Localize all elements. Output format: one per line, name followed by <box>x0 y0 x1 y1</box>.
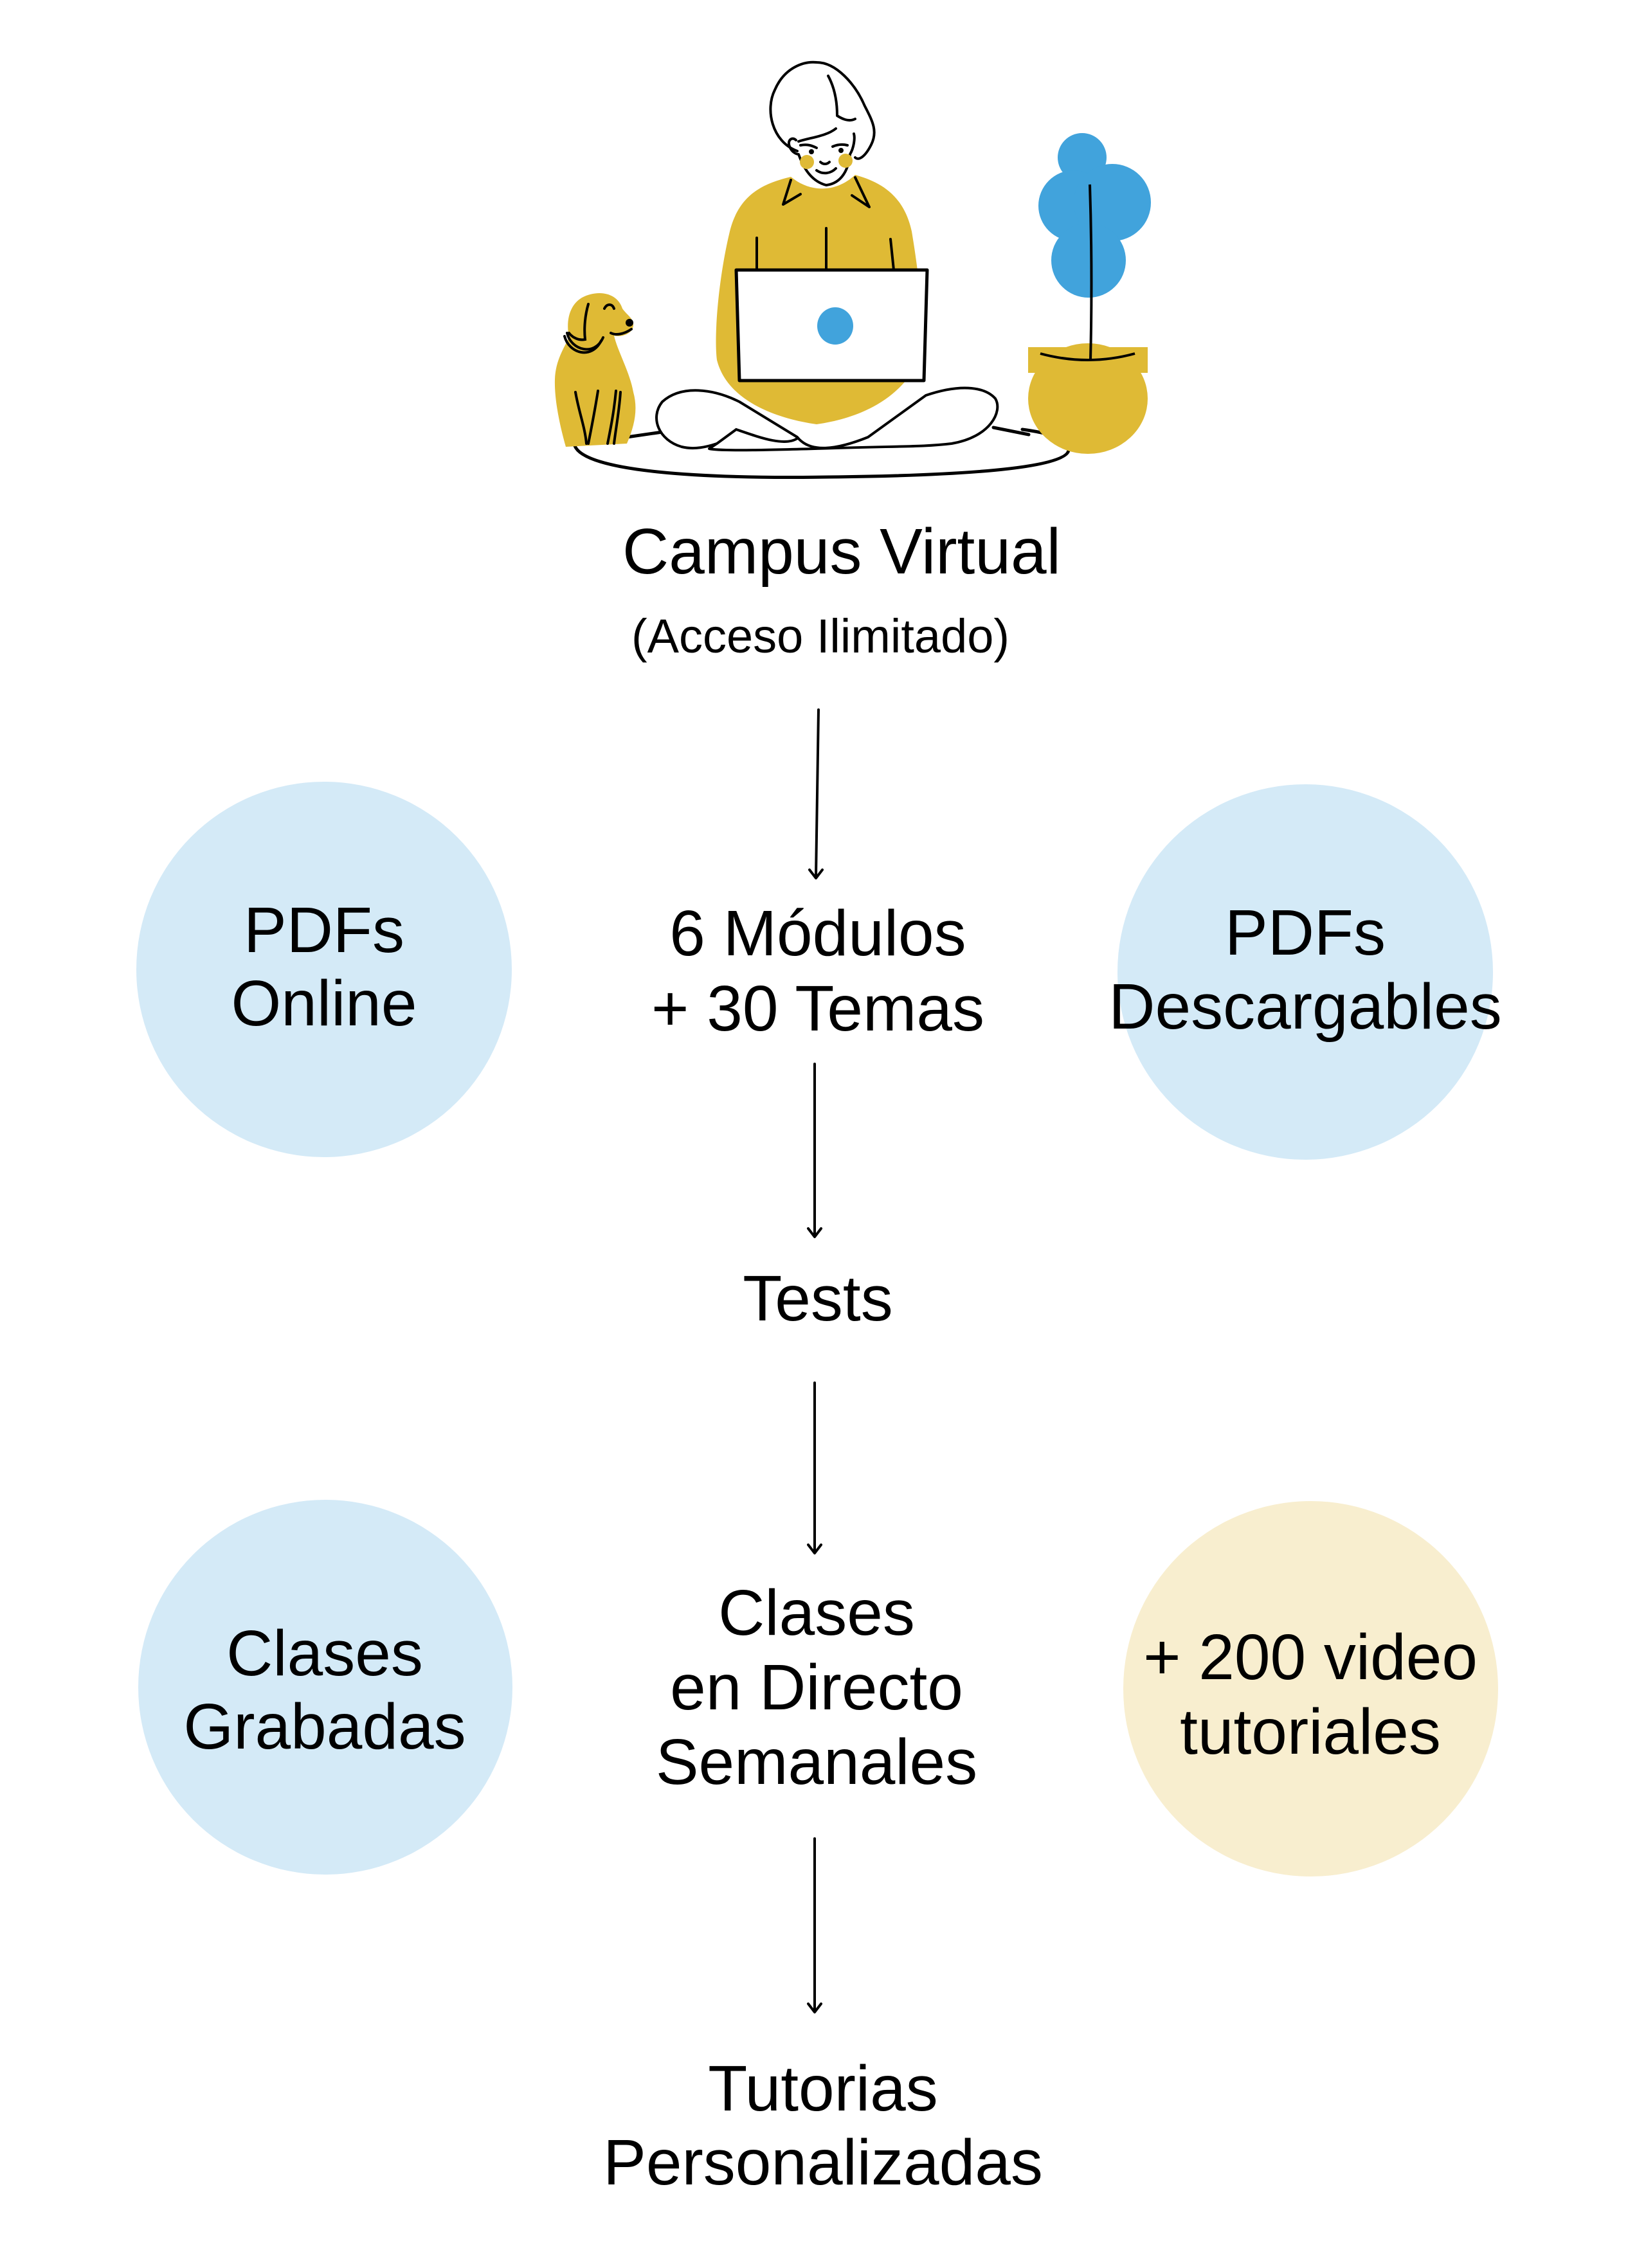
flow-step-modulos: 6 Módulos + 30 Temas <box>625 896 1011 1047</box>
bubble-clases-grabadas-label: Clases Grabadas <box>132 1617 518 1763</box>
arrow-down-icon <box>807 1382 822 1554</box>
bubble-line: Descargables <box>1108 971 1502 1043</box>
plant-icon <box>1028 133 1151 454</box>
bubble-line: Online <box>231 968 417 1040</box>
bubble-line: + 200 video <box>1143 1621 1478 1693</box>
bubble-line: tutoriales <box>1180 1696 1441 1768</box>
step-line: en Directo <box>670 1652 963 1724</box>
step-line: Personalizadas <box>603 2127 1043 2199</box>
flow-step-tutorias: Tutorias Personalizadas <box>598 2052 1048 2200</box>
bubble-clases-grabadas <box>138 1500 512 1875</box>
bubble-line: Clases <box>226 1617 423 1689</box>
arrow-down-icon <box>807 1063 822 1238</box>
bubble-line: Grabadas <box>183 1691 466 1763</box>
step-line: + 30 Temas <box>651 973 984 1045</box>
step-line: Tutorias <box>708 2053 938 2125</box>
bubble-line: PDFs <box>244 894 404 966</box>
flow-step-tests: Tests <box>625 1261 1011 1336</box>
campus-illustration <box>554 60 1151 479</box>
arrow-down-icon <box>807 1837 822 2013</box>
person-icon <box>655 60 999 452</box>
laptop-icon <box>734 268 929 382</box>
flow-step-clases-directo: Clases en Directo Semanales <box>624 1576 1009 1799</box>
bubble-pdfs-online <box>136 782 512 1157</box>
bubble-pdfs-descargables <box>1117 784 1493 1160</box>
step-line: Clases <box>718 1577 915 1649</box>
bubble-pdfs-online-label: PDFs Online <box>131 894 517 1040</box>
bubble-video-tutoriales <box>1123 1501 1498 1877</box>
dog-icon <box>554 293 636 447</box>
campus-subtitle: (Acceso Ilimitado) <box>631 609 1010 663</box>
step-line: Semanales <box>655 1726 978 1798</box>
bubble-line: PDFs <box>1225 897 1386 969</box>
bubble-video-tutoriales-label: + 200 video tutoriales <box>1117 1620 1503 1769</box>
step-line: Tests <box>743 1263 893 1335</box>
step-line: 6 Módulos <box>669 897 966 969</box>
bubble-pdfs-descargables-label: PDFs Descargables <box>1080 896 1530 1044</box>
arrow-down-icon <box>808 708 824 879</box>
campus-title: Campus Virtual <box>622 516 1061 588</box>
